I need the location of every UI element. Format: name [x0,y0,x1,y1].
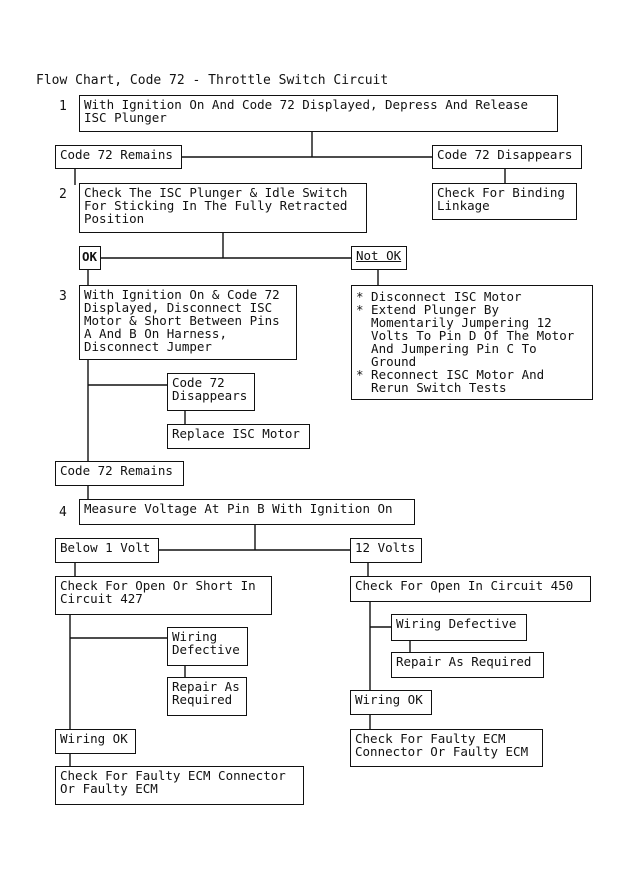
wiring-ok-left-box: Wiring OK [55,729,136,754]
below-1-volt-box: Below 1 Volt [55,538,159,563]
ok-box: OK [79,246,101,270]
step-number-3: 3 [59,289,67,304]
binding-linkage-box: Check For Binding Linkage [432,183,577,220]
faulty-ecm-right-box: Check For Faulty ECM Connector Or Faulty… [350,729,543,767]
check-open-450-box: Check For Open In Circuit 450 [350,576,591,602]
faulty-ecm-left-box: Check For Faulty ECM Connector Or Faulty… [55,766,304,805]
check-open-short-427-box: Check For Open Or Short In Circuit 427 [55,576,272,615]
step2-box: Check The ISC Plunger & Idle Switch For … [79,183,367,233]
chart-title: Flow Chart, Code 72 - Throttle Switch Ci… [36,73,389,88]
twelve-volts-box: 12 Volts [350,538,422,563]
step3-box: With Ignition On & Code 72 Displayed, Di… [79,285,297,360]
code72-disappears-box: Code 72 Disappears [432,145,582,169]
step4-box: Measure Voltage At Pin B With Ignition O… [79,499,415,525]
code72-remains-box: Code 72 Remains [55,145,182,169]
not-ok-actions-box: * Disconnect ISC Motor * Extend Plunger … [351,285,593,400]
repair-right-box: Repair As Required [391,652,544,678]
step1-box: With Ignition On And Code 72 Displayed, … [79,95,558,132]
not-ok-box: Not OK [351,246,407,270]
wiring-ok-right-box: Wiring OK [350,690,432,715]
replace-isc-motor-box: Replace ISC Motor [167,424,310,449]
code72-remains-2-box: Code 72 Remains [55,461,184,486]
step-number-2: 2 [59,187,67,202]
wiring-defective-right-box: Wiring Defective [391,614,527,641]
wiring-defective-left-box: Wiring Defective [167,627,248,666]
not-ok-label: Not OK [356,248,402,263]
step-number-4: 4 [59,505,67,520]
code72-disappears-2-box: Code 72 Disappears [167,373,255,411]
step-number-1: 1 [59,99,67,114]
repair-left-box: Repair As Required [167,677,247,716]
